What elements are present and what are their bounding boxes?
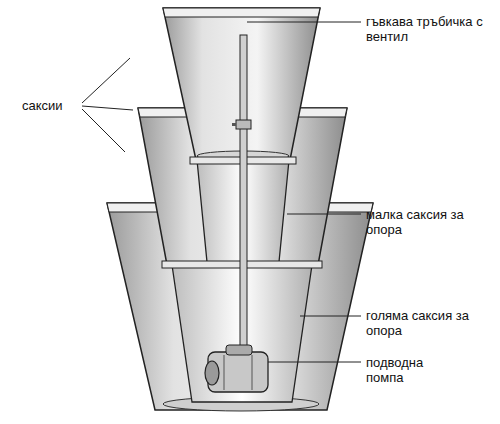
parts-label: саксии xyxy=(22,98,82,113)
small-support-label: малка саксия за опора xyxy=(366,207,470,237)
leader-lines xyxy=(82,22,361,362)
pump-label: подводна помпа xyxy=(366,355,442,385)
valve xyxy=(236,120,251,129)
tube-label: гъвкава тръбичка с вентил xyxy=(366,14,488,44)
submersible-pump xyxy=(205,345,268,392)
flexible-tube xyxy=(240,35,247,360)
large-support-label: голяма саксия за опора xyxy=(366,308,476,338)
